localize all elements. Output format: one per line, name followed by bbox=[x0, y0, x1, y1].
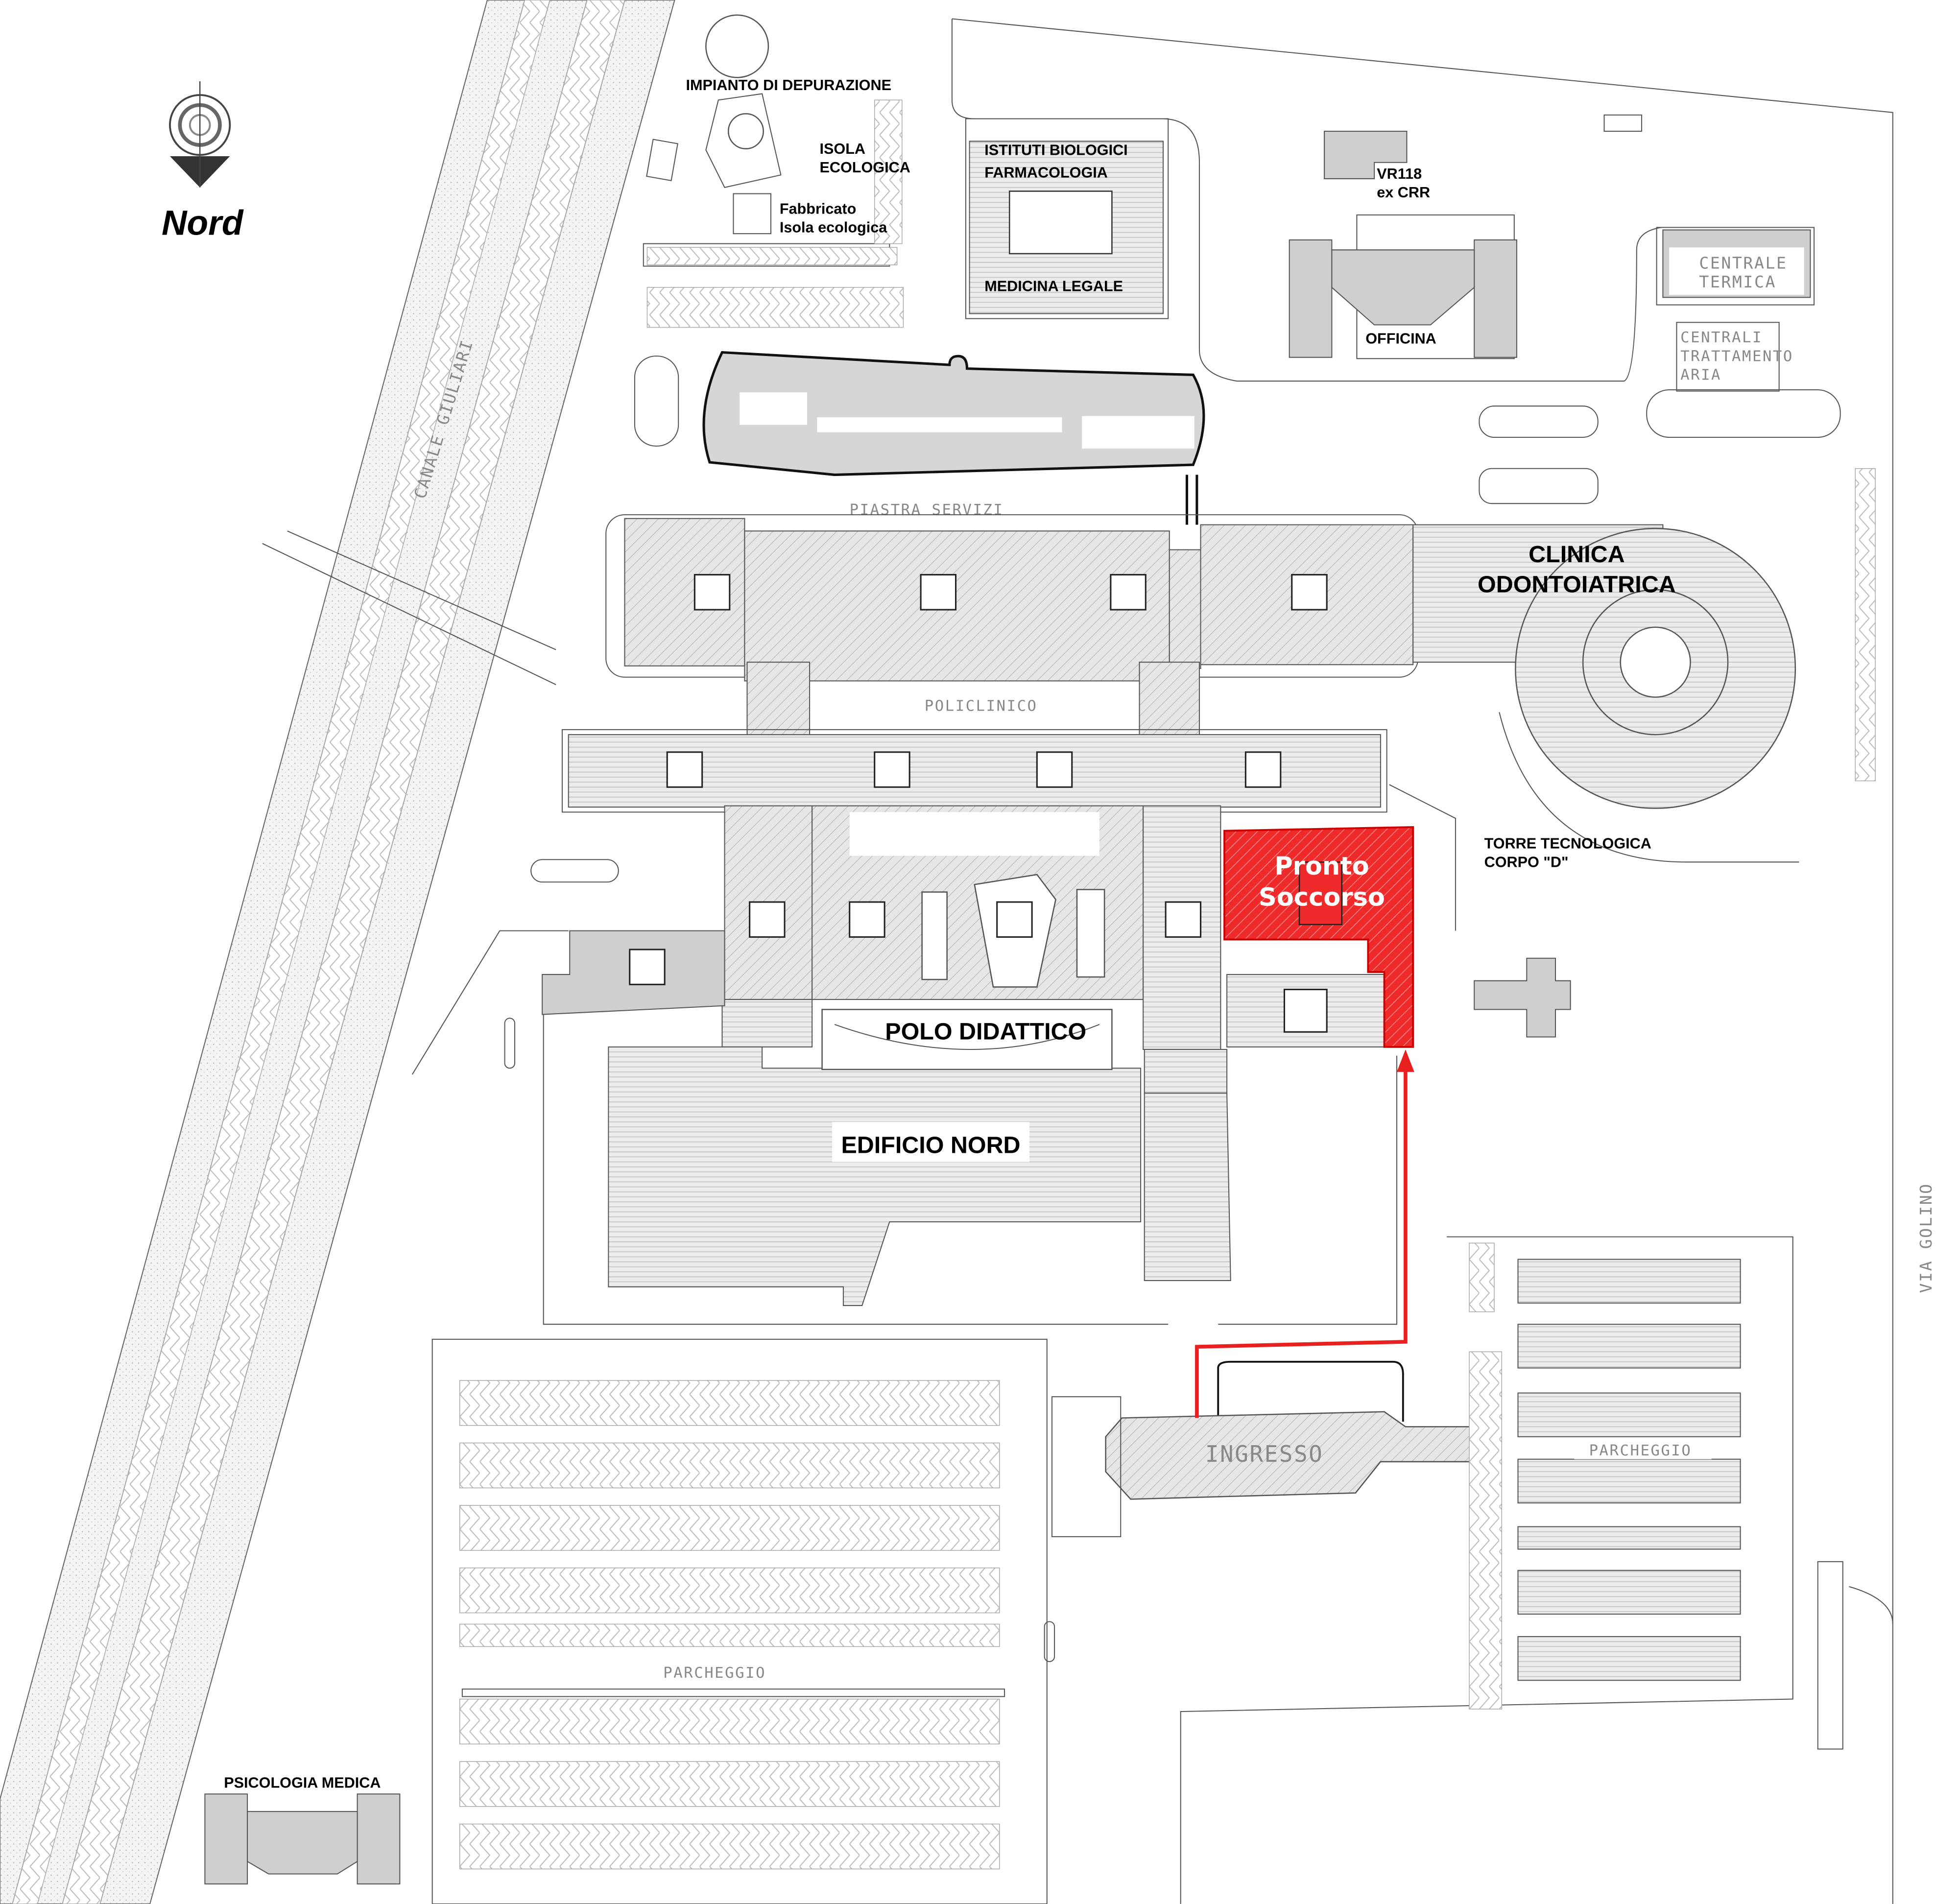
parcheggio-ovest[interactable]: PARCHEGGIO bbox=[431, 1338, 1048, 1904]
isola-ecologica-label: ISOLA bbox=[819, 141, 865, 157]
parcheggio-ovest-label: PARCHEGGIO bbox=[663, 1665, 766, 1682]
ingresso-label: INGRESSO bbox=[1205, 1441, 1324, 1467]
policlinico-label: POLICLINICO bbox=[925, 698, 1038, 715]
centrali-label-2: TRATTAMENTO bbox=[1680, 348, 1793, 365]
centrale-termica-label: CENTRALE bbox=[1699, 254, 1787, 273]
centrali-label-3: ARIA bbox=[1680, 367, 1721, 384]
officina-label: OFFICINA bbox=[1365, 331, 1436, 347]
vr118-label: VR118 bbox=[1377, 166, 1422, 182]
depurazione-label: IMPIANTO DI DEPURAZIONE bbox=[686, 77, 892, 94]
clinica-label-2: ODONTOIATRICA bbox=[1478, 571, 1676, 597]
route-arrow-icon bbox=[1397, 1049, 1414, 1072]
building-istituti-biologici: ISTITUTI BIOLOGICI FARMACOLOGIA MEDICINA… bbox=[965, 118, 1169, 319]
fabbricato-label-2: Isola ecologica bbox=[780, 219, 887, 236]
building-piastra-servizi-roof bbox=[702, 351, 1205, 525]
edificio-nord-label: EDIFICIO NORD bbox=[841, 1132, 1020, 1159]
centrali-label: CENTRALI bbox=[1680, 329, 1763, 346]
courtyards bbox=[629, 574, 1328, 1033]
via-golino-label: VIA GOLINO bbox=[1916, 1183, 1935, 1293]
torre-tecnologica-label: TORRE TECNOLOGICA bbox=[1484, 835, 1651, 852]
building-edificio-nord: POLO DIDATTICO EDIFICIO NORD bbox=[608, 1009, 1142, 1306]
route-to-pronto-soccorso bbox=[1195, 1049, 1414, 1418]
istituti-label: ISTITUTI BIOLOGICI bbox=[984, 142, 1127, 158]
isola-ecologica-label-2: ECOLOGICA bbox=[819, 159, 910, 176]
building-psicologia-medica: PSICOLOGIA MEDICA bbox=[204, 1775, 401, 1885]
compass-label: Nord bbox=[162, 204, 244, 243]
centrale-termica-label-2: TERMICA bbox=[1699, 272, 1776, 291]
piastra-servizi-label: PIASTRA SERVIZI bbox=[850, 501, 1004, 519]
psicologia-medica-label: PSICOLOGIA MEDICA bbox=[224, 1775, 381, 1791]
pronto-soccorso-label-2: Soccorso bbox=[1259, 883, 1385, 912]
compass: Nord bbox=[162, 81, 244, 243]
polo-didattico-label: POLO DIDATTICO bbox=[885, 1019, 1086, 1045]
vr118-label-2: ex CRR bbox=[1377, 184, 1430, 201]
torre-tecnologica-label-2: CORPO "D" bbox=[1484, 854, 1569, 871]
farmacologia-label: FARMACOLOGIA bbox=[984, 164, 1108, 181]
parcheggio-est[interactable]: PARCHEGGIO bbox=[1469, 1242, 1741, 1710]
building-officina: OFFICINA bbox=[1289, 214, 1517, 359]
canale-giuliari: CANALE GIULIARI bbox=[0, 0, 675, 1904]
building-clinica-odontoiatrica: CLINICA ODONTOIATRICA bbox=[1478, 468, 1876, 863]
parcheggio-est-label: PARCHEGGIO bbox=[1589, 1442, 1692, 1459]
medicina-legale-label: MEDICINA LEGALE bbox=[984, 278, 1123, 295]
fabbricato-label: Fabbricato bbox=[780, 200, 856, 217]
clinica-label: CLINICA bbox=[1529, 541, 1625, 568]
building-ingresso[interactable]: INGRESSO bbox=[1105, 1360, 1473, 1500]
pronto-soccorso-building[interactable]: Pronto Soccorso bbox=[1223, 826, 1414, 1048]
pronto-soccorso-label: Pronto bbox=[1274, 852, 1369, 881]
